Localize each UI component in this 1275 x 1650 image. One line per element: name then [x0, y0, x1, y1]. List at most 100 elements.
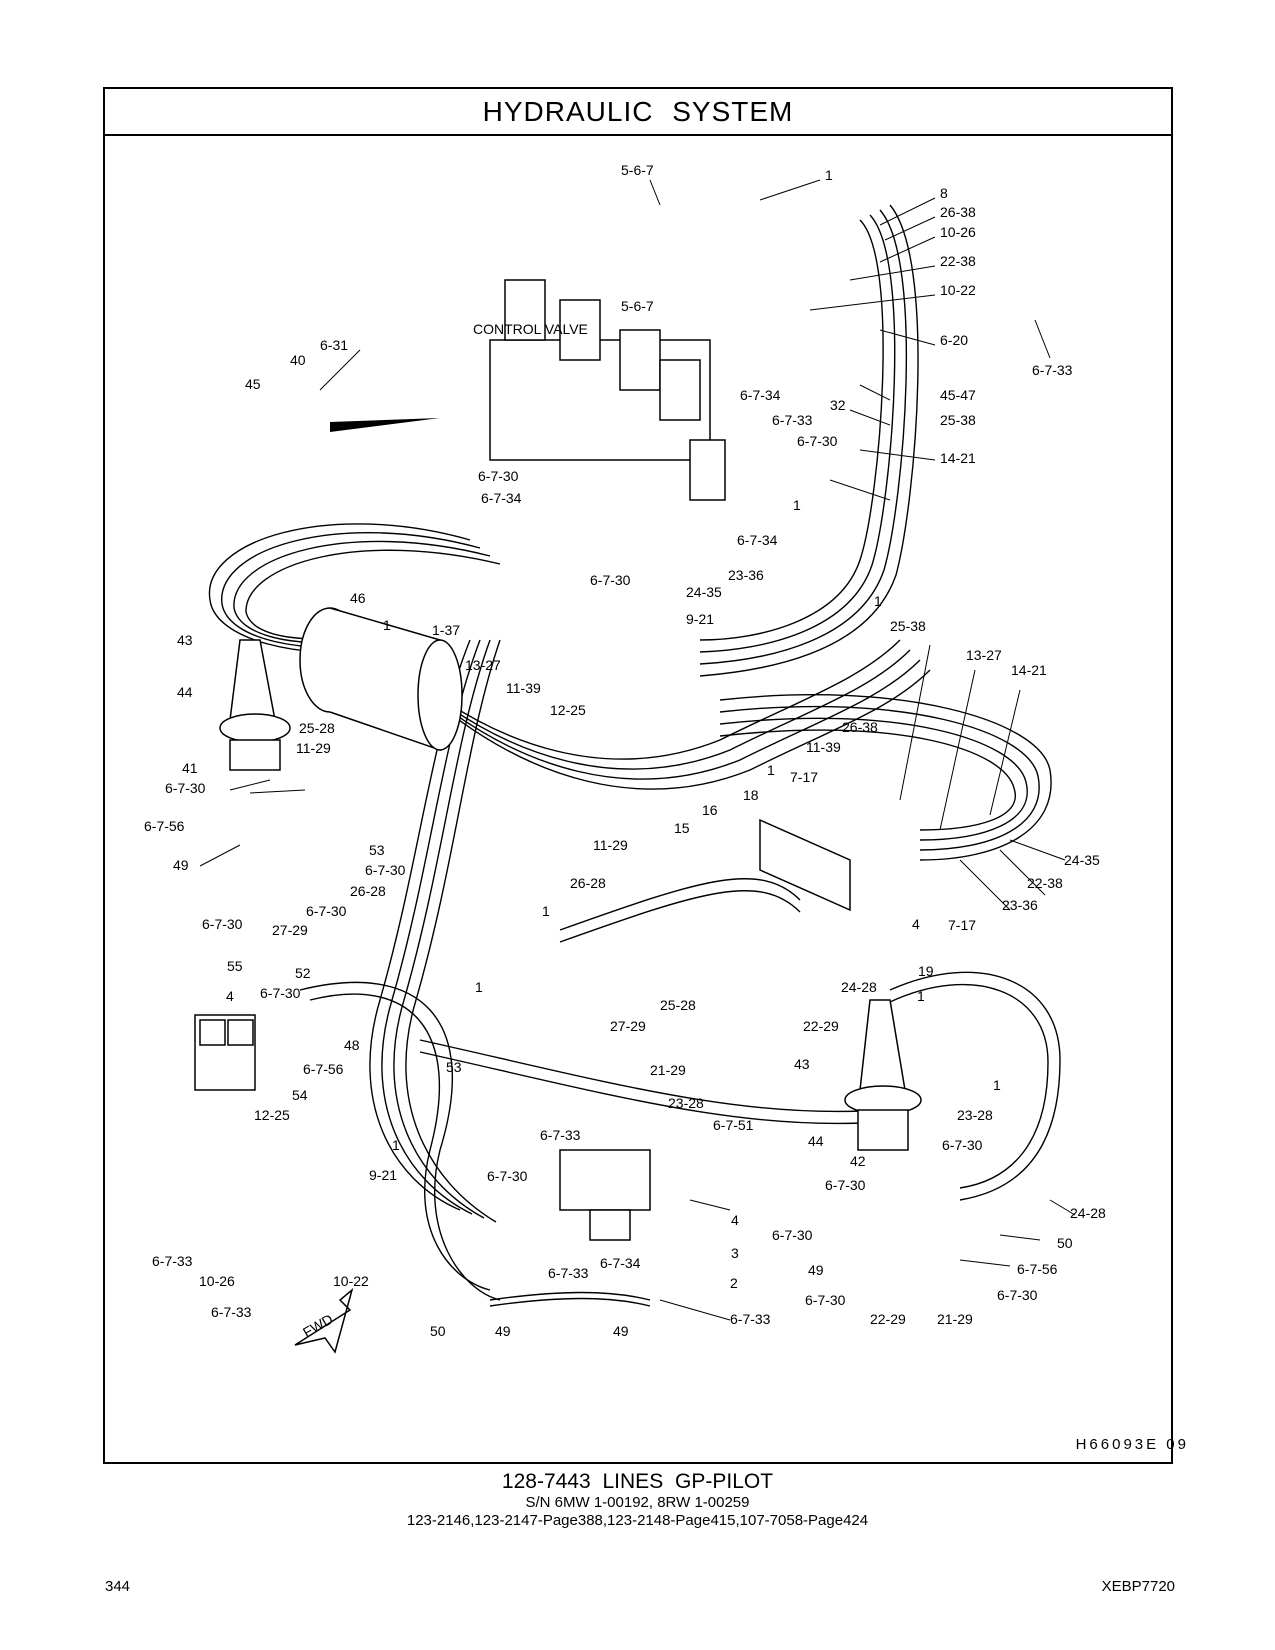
label-25-38: 25-38	[940, 412, 976, 428]
label-6-7-30: 6-7-30	[202, 916, 243, 932]
label-1: 1	[793, 497, 801, 513]
label-43: 43	[177, 632, 193, 648]
label-4: 4	[731, 1212, 739, 1228]
label-6-7-34: 6-7-34	[737, 532, 778, 548]
label-5-6-7: 5-6-7	[621, 298, 654, 314]
label-25-28: 25-28	[660, 997, 696, 1013]
label-23-36: 23-36	[728, 567, 764, 583]
label-6-7-30: 6-7-30	[805, 1292, 846, 1308]
label-6-7-30: 6-7-30	[165, 780, 206, 796]
label-45: 45	[245, 376, 261, 392]
label-14-21: 14-21	[1011, 662, 1047, 678]
cylinder-46	[299, 607, 463, 752]
label-6-7-34: 6-7-34	[600, 1255, 641, 1271]
label-50: 50	[430, 1323, 446, 1339]
page-number: 344	[105, 1578, 131, 1595]
label-1: 1	[993, 1077, 1001, 1093]
label-40: 40	[290, 352, 306, 368]
caption-serial: S/N 6MW 1-00192, 8RW 1-00259	[525, 1494, 750, 1511]
label-26-28: 26-28	[570, 875, 606, 891]
label-6-7-33: 6-7-33	[211, 1304, 252, 1320]
label-7-17: 7-17	[790, 769, 818, 785]
label-13-27: 13-27	[465, 657, 501, 673]
label-26-38: 26-38	[842, 719, 878, 735]
label-16: 16	[702, 802, 718, 818]
label-27-29: 27-29	[610, 1018, 646, 1034]
label-24-28: 24-28	[1070, 1205, 1106, 1221]
label-54: 54	[292, 1087, 308, 1103]
label-18: 18	[743, 787, 759, 803]
label-6-7-30: 6-7-30	[590, 572, 631, 588]
label-6-7-30: 6-7-30	[772, 1227, 813, 1243]
label-6-7-30: 6-7-30	[825, 1177, 866, 1193]
label-1: 1	[475, 979, 483, 995]
label-49: 49	[613, 1323, 629, 1339]
label-14-21: 14-21	[940, 450, 976, 466]
label-23-28: 23-28	[957, 1107, 993, 1123]
document-id: XEBP7720	[1101, 1578, 1175, 1595]
label-21-29: 21-29	[937, 1311, 973, 1327]
label-6-7-33: 6-7-33	[772, 412, 813, 428]
label-6-7-51: 6-7-51	[713, 1117, 754, 1133]
pointer-arrow	[330, 418, 440, 432]
label-6-7-30: 6-7-30	[478, 468, 519, 484]
label-1: 1	[874, 593, 882, 609]
label-6-7-56: 6-7-56	[1017, 1261, 1058, 1277]
label-26-38: 26-38	[940, 204, 976, 220]
label-6-7-34: 6-7-34	[481, 490, 522, 506]
label-24-35: 24-35	[686, 584, 722, 600]
label-12-25: 12-25	[550, 702, 586, 718]
label-32: 32	[830, 397, 846, 413]
label-48: 48	[344, 1037, 360, 1053]
label-22-38: 22-38	[1027, 875, 1063, 891]
label-43: 43	[794, 1056, 810, 1072]
label-6-7-30: 6-7-30	[487, 1168, 528, 1184]
label-control-valve: CONTROL VALVE	[473, 321, 588, 337]
solenoid-valve	[559, 1149, 651, 1241]
label-53: 53	[369, 842, 385, 858]
label-49: 49	[808, 1262, 824, 1278]
label-6-7-34: 6-7-34	[740, 387, 781, 403]
label-10-26: 10-26	[940, 224, 976, 240]
label-6-7-56: 6-7-56	[303, 1061, 344, 1077]
label-6-7-30: 6-7-30	[365, 862, 406, 878]
label-44: 44	[808, 1133, 824, 1149]
label-1: 1	[917, 988, 925, 1004]
label-6-7-33: 6-7-33	[548, 1265, 589, 1281]
label-11-29: 11-29	[593, 837, 628, 853]
label-23-28: 23-28	[668, 1095, 704, 1111]
label-22-29: 22-29	[870, 1311, 906, 1327]
label-1: 1	[392, 1137, 400, 1153]
label-9-21: 9-21	[369, 1167, 397, 1183]
left-joystick	[219, 639, 291, 771]
pedal-valve	[194, 1014, 256, 1091]
leader-lines	[199, 179, 1076, 1321]
diagram-title: HYDRAULIC SYSTEM	[482, 95, 794, 127]
caption-page-refs: 123-2146,123-2147-Page388,123-2148-Page4…	[406, 1512, 869, 1529]
label-6-20: 6-20	[940, 332, 968, 348]
label-11-39: 11-39	[506, 680, 541, 696]
label-41: 41	[182, 760, 198, 776]
label-4: 4	[912, 916, 920, 932]
label-6-7-33: 6-7-33	[1032, 362, 1073, 378]
label-6-7-33: 6-7-33	[540, 1127, 581, 1143]
part-labels: 5-6-7 1 8 26-38 10-26 22-38 10-22 5-6-7 …	[144, 162, 1106, 1339]
label-23-36: 23-36	[1002, 897, 1038, 913]
label-10-22: 10-22	[940, 282, 976, 298]
diagram-frame: HYDRAULIC SYSTEM	[103, 87, 1173, 1464]
label-46: 46	[350, 590, 366, 606]
hose-bundles	[208, 204, 1061, 1307]
label-19: 19	[918, 963, 934, 979]
label-42: 42	[850, 1153, 866, 1169]
label-6-7-30: 6-7-30	[797, 433, 838, 449]
label-27-29: 27-29	[272, 922, 308, 938]
label-53: 53	[446, 1059, 462, 1075]
title-bar: HYDRAULIC SYSTEM	[105, 89, 1171, 136]
label-24-35: 24-35	[1064, 852, 1100, 868]
label-3: 3	[731, 1245, 739, 1261]
label-11-29: 11-29	[296, 740, 331, 756]
caption-part-number: 128-7443 LINES GP-PILOT	[501, 1470, 774, 1493]
label-6-7-33: 6-7-33	[730, 1311, 771, 1327]
label-25-38: 25-38	[890, 618, 926, 634]
